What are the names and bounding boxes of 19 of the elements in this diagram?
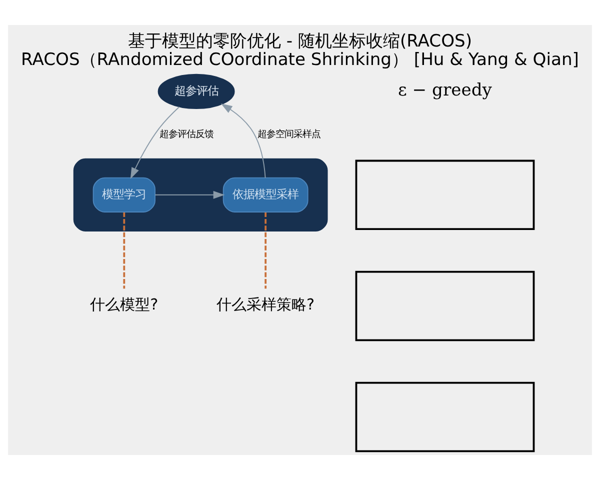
- node-ellipse: 超参评估: [158, 74, 235, 109]
- caption: RACOS（RAndomized COordinate Shrinking） [Hu & Yang & Qian]: [21, 50, 579, 70]
- label: ε − greedy: [398, 80, 492, 101]
- node-box: [355, 160, 535, 230]
- node-box: 模型学习: [92, 177, 156, 212]
- node-text: 什么采样策略?: [216, 296, 315, 314]
- edge-label: 超参评估反馈: [159, 129, 214, 140]
- connector: [264, 212, 267, 289]
- node-text: 什么模型?: [90, 296, 158, 314]
- node-box: [355, 270, 535, 342]
- node-box: [355, 382, 535, 452]
- edge-label: 超参空间采样点: [257, 129, 320, 140]
- node-box: 依据模型采样: [222, 177, 308, 212]
- connector: [123, 212, 126, 289]
- cluster: [73, 158, 328, 232]
- arrow: [130, 106, 180, 180]
- arrow: [154, 190, 225, 199]
- arrow: [220, 103, 266, 178]
- diagram-title: 基于模型的零阶优化 - 随机坐标收缩(RACOS): [128, 31, 472, 52]
